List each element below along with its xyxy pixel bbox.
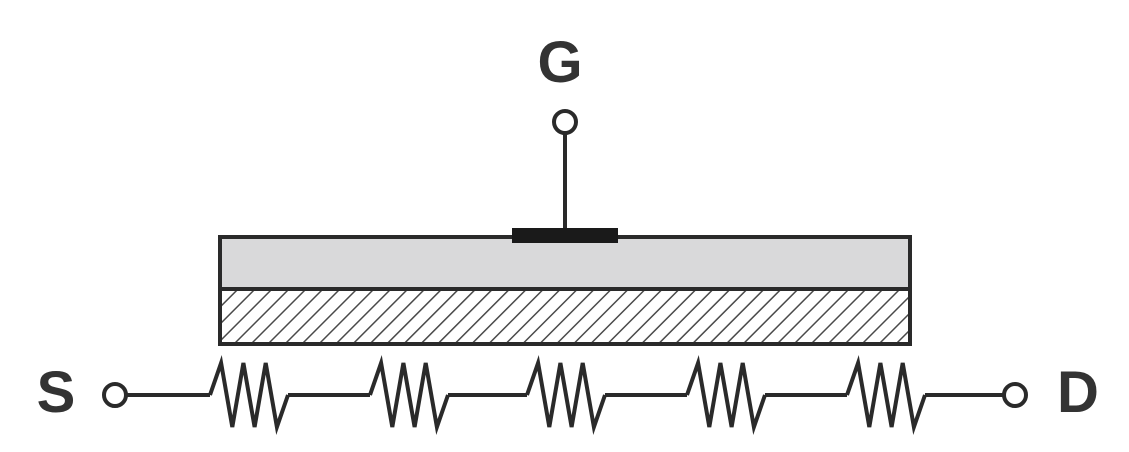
resistor-2 [368,355,450,435]
source-label: S [37,360,76,425]
gate-terminal [552,109,578,135]
channel-layer [218,287,912,346]
gate-electrode [512,228,618,243]
gate-label: G [537,30,582,95]
resistor-1 [208,355,290,435]
gate-oxide-layer [218,235,912,291]
resistor-5 [845,355,927,435]
resistor-chain [126,355,1004,435]
source-terminal [102,382,128,408]
resistor-4 [685,355,767,435]
drain-terminal [1002,382,1028,408]
drain-label: D [1057,360,1099,425]
resistor-3 [525,355,607,435]
